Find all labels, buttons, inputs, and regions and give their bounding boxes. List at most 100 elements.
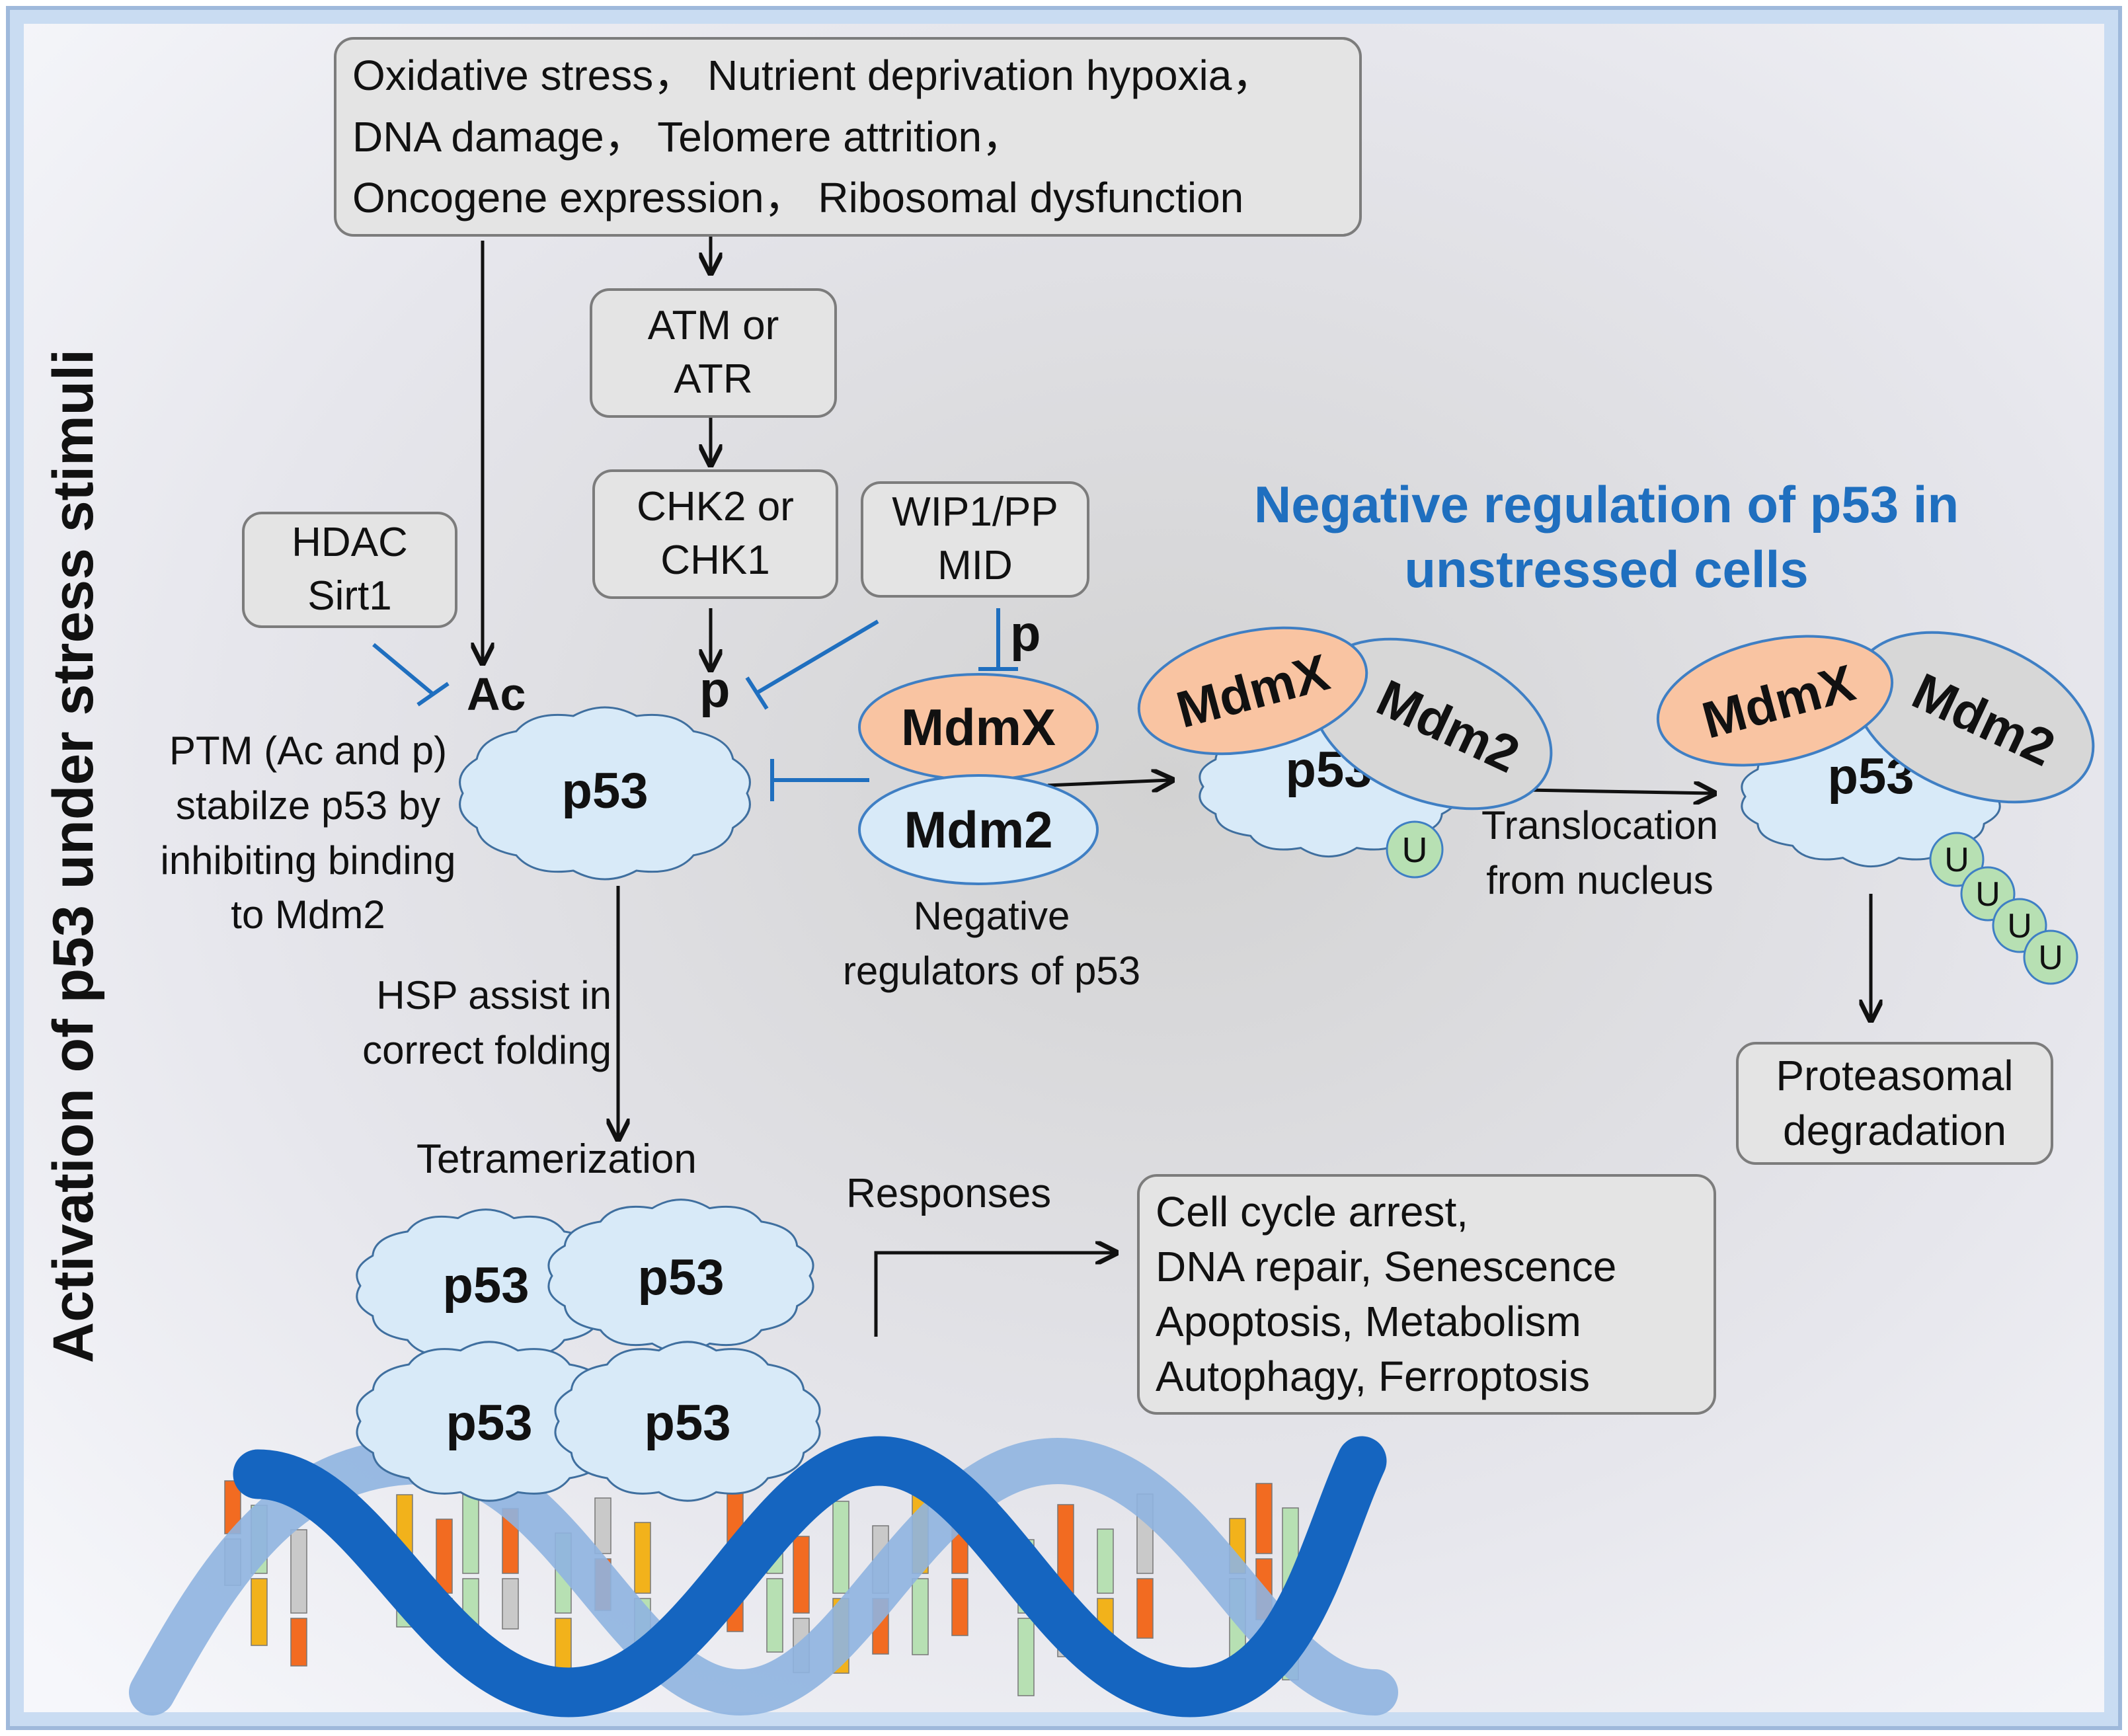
wip-line-1: WIP1/PP	[892, 489, 1058, 535]
dna-base-pair	[634, 1522, 651, 1594]
mdmx-label-middle: MdmX	[901, 698, 1056, 756]
p53-cloud-main-label: p53	[562, 763, 649, 819]
dna-helix	[129, 1436, 1398, 1717]
hsp-line-1: HSP assist in	[376, 973, 611, 1017]
dna-base-pair	[251, 1578, 268, 1646]
responses-line-4: Autophagy, Ferroptosis	[1156, 1353, 1590, 1401]
translocation-line-1: Translocation	[1481, 803, 1718, 848]
ubiquitin-c2-4	[2023, 929, 2078, 985]
dna-base-pair	[912, 1578, 929, 1655]
ubiquitin-c2-1	[1929, 832, 1985, 887]
hsp-line-2: correct folding	[362, 1027, 611, 1072]
atm-line-2: ATR	[674, 356, 753, 402]
wip1-ppmid-box: WIP1/PP MID	[861, 481, 1089, 598]
dna-base-pair	[766, 1578, 783, 1653]
p-label-main: p	[699, 662, 730, 718]
p53-cloud-tetramer-4-label: p53	[645, 1395, 731, 1451]
ubiquitin-label-c2-2: U	[1975, 875, 2000, 914]
negative-regulation-heading: Negative regulation of p53 in unstressed…	[1124, 473, 2089, 602]
responses-line-2: DNA repair, Senescence	[1156, 1242, 1617, 1290]
dna-base-pair	[436, 1519, 453, 1594]
proteasomal-degradation-box: Proteasomal degradation	[1736, 1042, 2053, 1165]
dna-base-pair	[1017, 1618, 1035, 1696]
ptm-line-1: PTM (Ac and p)	[169, 729, 448, 773]
stress-line-2: DNA damage， Telomere attrition，	[352, 112, 1025, 161]
dna-base-pair	[951, 1578, 968, 1636]
atm-atr-box: ATM or ATR	[590, 288, 837, 418]
p53-cloud-tetramer-1-label: p53	[443, 1257, 530, 1314]
ptm-line-4: to Mdm2	[231, 892, 385, 937]
arrow-responses	[874, 1253, 1114, 1337]
ubiquitin-label-c1: U	[1402, 830, 1428, 870]
mdmx-oval-c1	[1137, 626, 1368, 756]
stress-stimuli-box: Oxidative stress， Nutrient deprivation h…	[334, 37, 1362, 237]
ptm-line-3: inhibiting binding	[160, 838, 456, 883]
dna-base-pair	[594, 1497, 611, 1554]
mdmx-oval-c2	[1656, 635, 1894, 767]
chk2-chk1-box: CHK2 or CHK1	[592, 469, 838, 599]
p53-cloud-tetramer-3	[356, 1341, 623, 1502]
stress-line-1: Oxidative stress， Nutrient deprivation h…	[352, 51, 1275, 99]
inhibit-hdac-ac-bar	[416, 682, 450, 707]
heading-line-2: unstressed cells	[1404, 539, 1809, 598]
dna-base-pair	[793, 1536, 810, 1614]
dna-base-pair	[1136, 1578, 1154, 1639]
hsp-label: HSP assist in correct folding	[301, 968, 611, 1078]
ac-label: Ac	[467, 668, 526, 720]
p53-cloud-tetramer-2	[547, 1199, 814, 1353]
arrow-translocation	[1526, 790, 1712, 793]
mdm2-oval	[858, 774, 1099, 885]
inhibitions	[372, 608, 1018, 801]
dna-base-pair	[396, 1494, 413, 1554]
p53-cloud-main	[459, 706, 751, 881]
responses-line-3: Apoptosis, Metabolism	[1156, 1298, 1581, 1345]
dna-strand-dark	[233, 1436, 1387, 1717]
side-title: Activation of p53 under stress stimuli	[42, 349, 105, 1363]
ptm-label: PTM (Ac and p) stabilze p53 by inhibitin…	[123, 724, 493, 943]
tetramerization-label: Tetramerization	[416, 1136, 697, 1182]
mdmx-mdm2-complex: MdmX Mdm2	[858, 673, 1099, 885]
complex-bound-p53: MdmX Mdm2 U	[1137, 626, 1553, 879]
p-label-wip: p	[1010, 606, 1041, 662]
atm-line-1: ATM or	[647, 303, 779, 349]
chk-line-1: CHK2 or	[637, 484, 794, 530]
chk-line-2: CHK1	[660, 537, 770, 583]
arrow-complex-to-mdm-p53	[1047, 780, 1170, 785]
p53-cloud-tetramer-2-label: p53	[638, 1249, 725, 1306]
negative-regulators-label: Negative regulators of p53	[793, 889, 1190, 999]
proteasome-line-1: Proteasomal	[1776, 1051, 2014, 1099]
neg-reg-line-1: Negative	[913, 894, 1070, 938]
arrows	[483, 231, 1871, 1337]
dna-base-pair	[290, 1529, 307, 1614]
ptm-line-2: stabilze p53 by	[175, 783, 441, 828]
hdac-sirt1-box: HDAC Sirt1	[242, 512, 457, 628]
responses-box: Cell cycle arrest, DNA repair, Senescenc…	[1137, 1174, 1716, 1415]
responses-line-1: Cell cycle arrest,	[1156, 1187, 1468, 1236]
ubiquitin-c1	[1386, 820, 1444, 879]
neg-reg-line-2: regulators of p53	[842, 948, 1141, 993]
heading-line-1: Negative regulation of p53 in	[1253, 475, 1959, 533]
proteasome-line-2: degradation	[1782, 1107, 2007, 1154]
wip-line-2: MID	[937, 543, 1013, 588]
dna-base-pair	[1255, 1483, 1273, 1554]
p53-cloud-tetramer-3-label: p53	[446, 1395, 533, 1451]
inhibit-wip-p-bar	[745, 676, 769, 710]
responses-label: Responses	[846, 1171, 1052, 1216]
translocation-line-2: from nucleus	[1486, 857, 1714, 902]
hdac-line-2: Sirt1	[307, 573, 392, 619]
hdac-line-1: HDAC	[292, 520, 408, 566]
inhibit-hdac-ac	[372, 643, 434, 696]
dna-base-pair	[832, 1501, 849, 1594]
mdm2-label-middle: Mdm2	[904, 801, 1052, 859]
translocation-label: Translocation from nucleus	[1441, 799, 1758, 908]
dna-base-pair	[502, 1578, 519, 1630]
ubiquitin-label-c2-3: U	[2007, 907, 2032, 945]
dna-base-pair	[290, 1618, 307, 1667]
inhibit-wip-p	[756, 619, 879, 695]
stress-line-3: Oncogene expression， Ribosomal dysfuncti…	[352, 174, 1244, 222]
dna-base-pair	[1097, 1528, 1114, 1594]
p53-cloud-tetramer-4	[554, 1341, 821, 1502]
complex-ubiquitinated-p53: MdmX Mdm2 U U U U	[1656, 631, 2095, 985]
